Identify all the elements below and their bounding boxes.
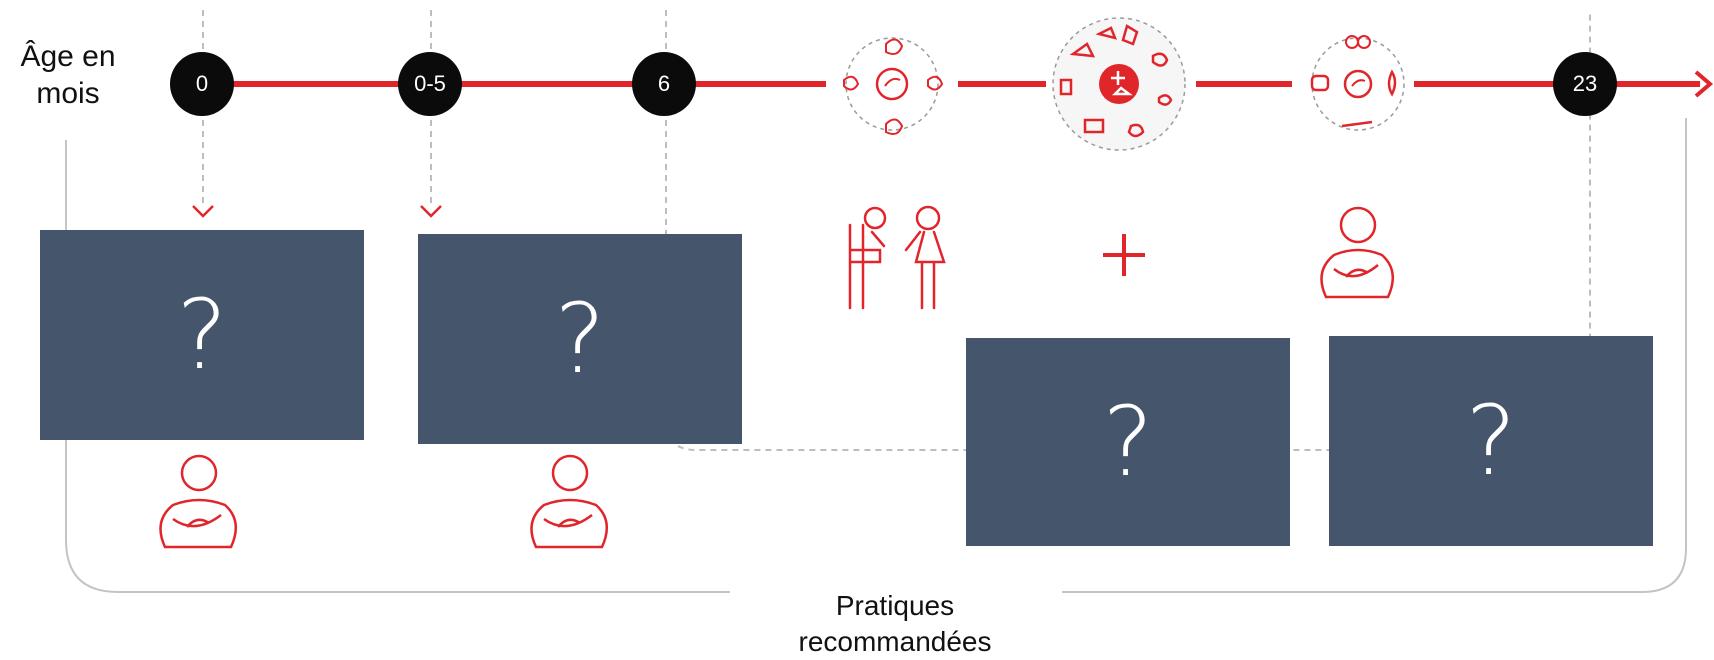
food-group-circle-icon — [843, 37, 944, 135]
mother-breastfeeding-icon — [530, 454, 609, 549]
milestone-0-5: 0-5 — [398, 52, 462, 116]
footer-line1: Pratiques — [835, 590, 955, 621]
outer-frame — [65, 140, 730, 593]
question-box-3: ? — [966, 338, 1290, 546]
mother-breastfeeding-icon — [159, 454, 238, 549]
outer-frame-right — [1062, 118, 1687, 593]
chevron-down-icon — [420, 205, 442, 218]
question-box-1: ? — [40, 230, 364, 440]
footer-line2: recommandées — [798, 626, 992, 657]
recommended-practices-label: Pratiques recommandées — [760, 588, 1030, 660]
plus-icon — [1103, 234, 1145, 276]
question-box-2: ? — [418, 234, 742, 444]
age-axis-label: Âge en mois — [8, 38, 128, 112]
timeline-arrow-icon — [1694, 70, 1714, 98]
chevron-down-icon — [192, 205, 214, 218]
food-group-circle-icon — [1310, 35, 1405, 131]
mother-breastfeeding-icon — [1320, 206, 1395, 299]
caregiver-feeding-child-icon — [848, 205, 946, 310]
age-label-line1: Âge en — [20, 40, 116, 73]
milestone-6: 6 — [632, 52, 696, 116]
question-box-4: ? — [1329, 336, 1653, 546]
milestone-0: 0 — [170, 52, 234, 116]
food-group-circle-icon — [1052, 17, 1186, 151]
age-label-line2: mois — [36, 77, 100, 110]
milestone-23: 23 — [1553, 52, 1617, 116]
